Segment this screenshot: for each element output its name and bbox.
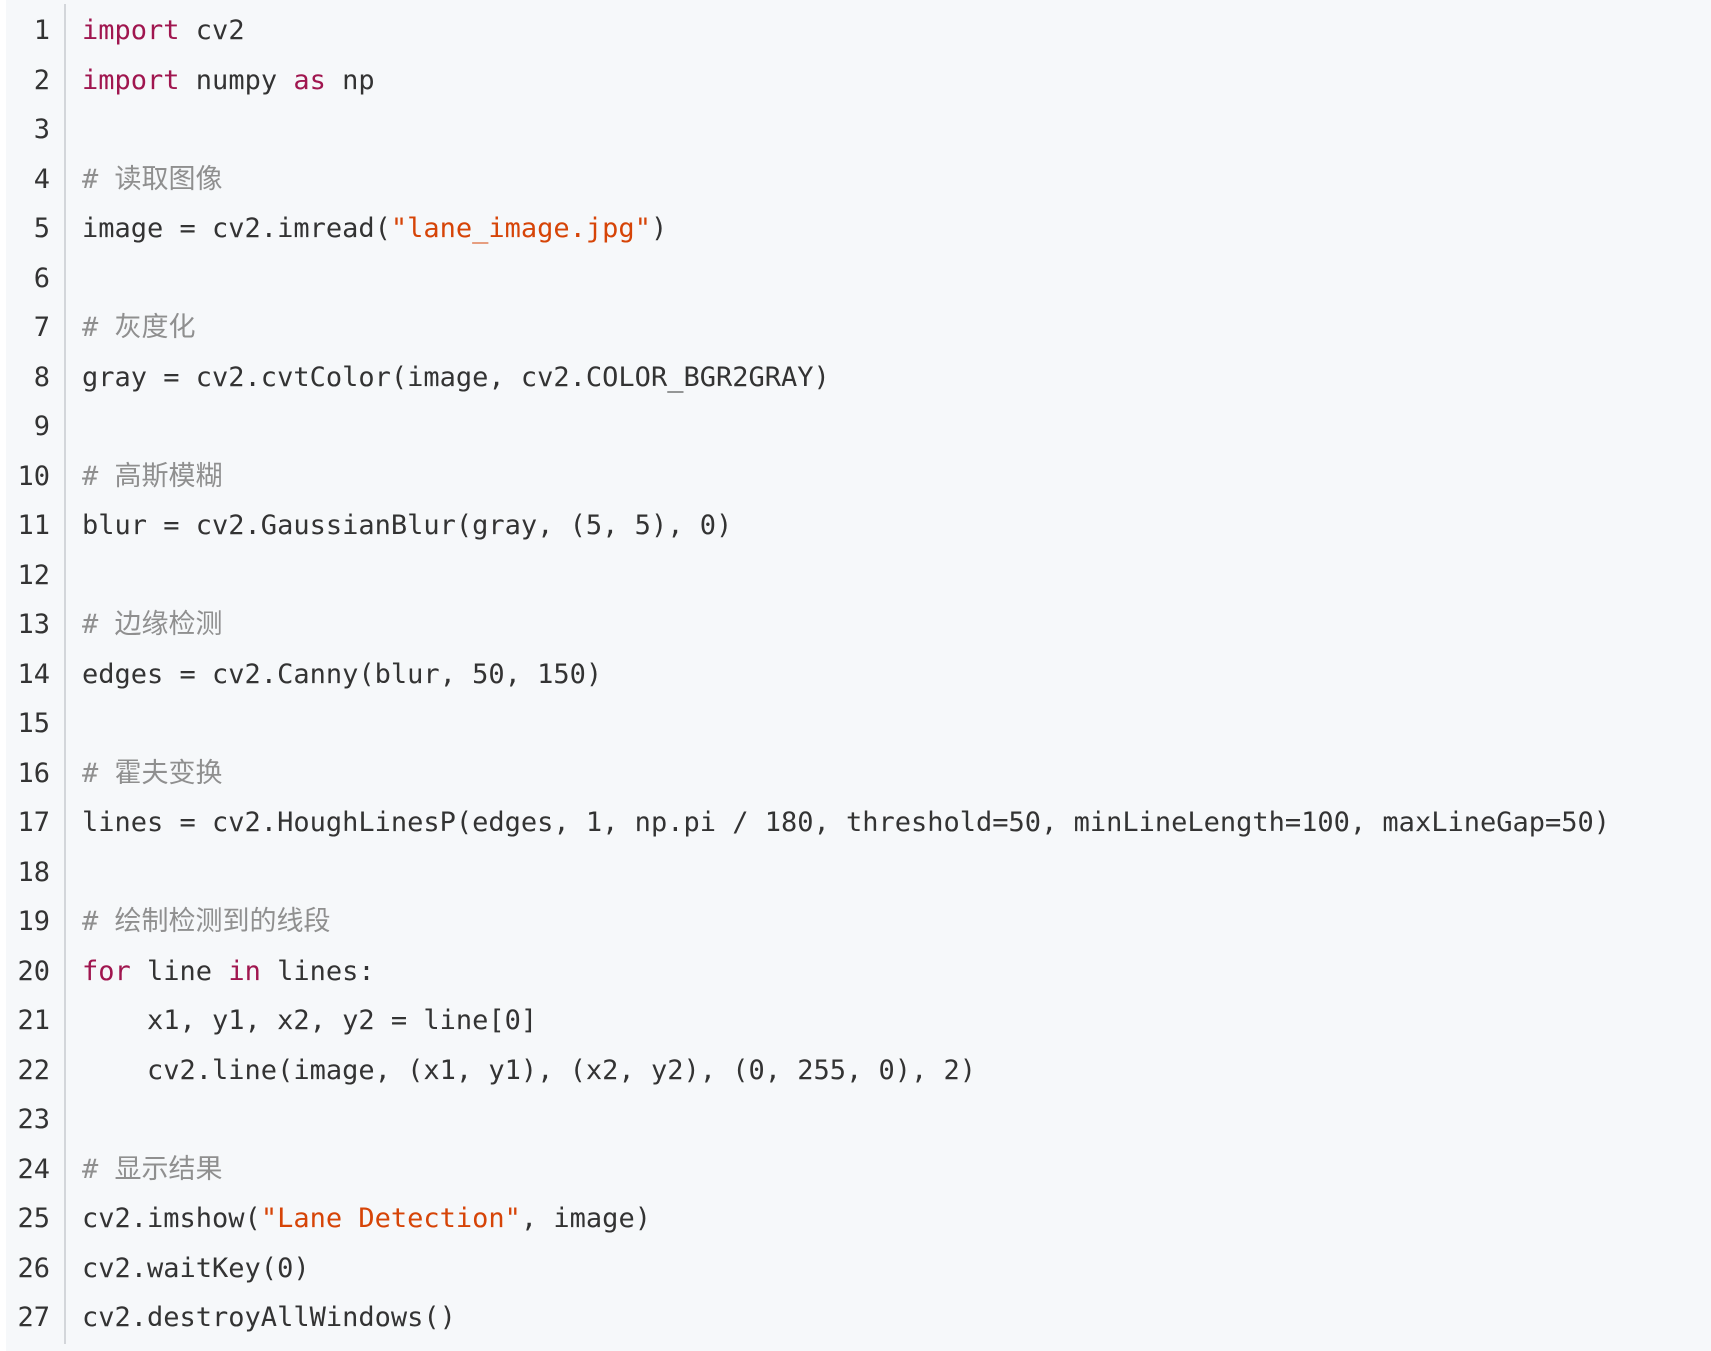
line-number: 20 [17, 955, 50, 987]
code-line: cv2.imshow("Lane Detection", image) [82, 1194, 1711, 1244]
code-line [82, 699, 1711, 749]
code-line: x1, y1, x2, y2 = line[0] [82, 996, 1711, 1046]
code-line [82, 551, 1711, 601]
code-keyword: import [82, 15, 180, 46]
code-text: lines = cv2.HoughLinesP(edges, 1, np.pi … [82, 807, 1611, 838]
code-text: cv2 [179, 15, 245, 46]
line-number: 24 [17, 1153, 50, 1185]
line-number: 23 [17, 1104, 50, 1135]
code-line: # 灰度化 [82, 303, 1711, 353]
line-number: 12 [17, 559, 50, 591]
line-number: 17 [17, 807, 50, 838]
line-number: 13 [17, 609, 50, 640]
code-line: lines = cv2.HoughLinesP(edges, 1, np.pi … [82, 798, 1711, 848]
line-number: 14 [17, 658, 50, 690]
line-number: 5 [33, 213, 50, 244]
code-line: cv2.line(image, (x1, y1), (x2, y2), (0, … [82, 1046, 1711, 1096]
code-keyword: import [82, 64, 180, 96]
line-number: 6 [33, 262, 50, 294]
code-line: # 高斯模糊 [82, 452, 1711, 502]
code-text: image = cv2.imread( [82, 213, 391, 244]
code-text: , image) [520, 1203, 651, 1234]
line-number: 27 [17, 1302, 50, 1333]
code-line: # 读取图像 [82, 155, 1711, 205]
code-line: for line in lines: [82, 947, 1711, 997]
code-line: image = cv2.imread("lane_image.jpg") [82, 204, 1711, 254]
line-number: 16 [17, 757, 50, 789]
line-number: 8 [33, 361, 50, 393]
code-line: # 显示结果 [82, 1145, 1711, 1195]
code-line: edges = cv2.Canny(blur, 50, 150) [82, 650, 1711, 700]
code-text: cv2.line(image, (x1, y1), (x2, y2), (0, … [82, 1054, 977, 1086]
code-text: numpy [179, 64, 294, 96]
code-line: gray = cv2.cvtColor(image, cv2.COLOR_BGR… [82, 353, 1711, 403]
line-number: 18 [17, 856, 50, 888]
code-line: blur = cv2.GaussianBlur(gray, (5, 5), 0) [82, 501, 1711, 551]
code-line [82, 254, 1711, 304]
line-number: 1 [33, 15, 50, 46]
code-line [82, 402, 1711, 452]
line-number: 19 [17, 906, 50, 937]
line-number: 7 [33, 312, 50, 343]
code-line: cv2.waitKey(0) [82, 1244, 1711, 1294]
line-number: 26 [17, 1252, 50, 1284]
code-comment: # 显示结果 [82, 1153, 223, 1185]
line-number: 9 [33, 411, 50, 442]
code-keyword: for [82, 955, 131, 987]
code-line: cv2.destroyAllWindows() [82, 1293, 1711, 1343]
code-line: import numpy as np [82, 56, 1711, 106]
line-number: 4 [33, 163, 50, 195]
code-keyword: as [293, 64, 326, 96]
code-text: cv2.imshow( [82, 1203, 261, 1234]
line-number: 22 [17, 1054, 50, 1086]
code-text: x1, y1, x2, y2 = line[0] [82, 1005, 538, 1036]
code-keyword: in [228, 955, 261, 987]
code-comment: # 绘制检测到的线段 [82, 906, 331, 937]
code-comment: # 灰度化 [82, 312, 196, 343]
code-text: cv2.destroyAllWindows() [82, 1302, 456, 1333]
code-comment: # 读取图像 [82, 163, 223, 195]
code-text: lines: [260, 955, 375, 987]
code-text: blur = cv2.GaussianBlur(gray, (5, 5), 0) [82, 510, 733, 541]
code-line: # 绘制检测到的线段 [82, 897, 1711, 947]
code-text: ) [650, 213, 668, 244]
code-text: edges = cv2.Canny(blur, 50, 150) [82, 658, 603, 690]
line-number: 25 [17, 1203, 50, 1234]
line-number: 2 [33, 64, 50, 96]
code-line [82, 1095, 1711, 1145]
line-number: 21 [17, 1005, 50, 1036]
code-text: np [325, 64, 375, 96]
code-string: "lane_image.jpg" [390, 213, 651, 244]
code-line: # 霍夫变换 [82, 749, 1711, 799]
code-text: cv2.waitKey(0) [82, 1252, 310, 1284]
line-number: 15 [17, 708, 50, 739]
code-comment: # 边缘检测 [82, 609, 223, 640]
code-line: # 边缘检测 [82, 600, 1711, 650]
code-comment: # 霍夫变换 [82, 757, 223, 789]
line-number: 3 [33, 114, 50, 145]
code-string: "Lane Detection" [260, 1203, 521, 1234]
code-text: line [130, 955, 229, 987]
code-line: import cv2 [82, 6, 1711, 56]
code-text: gray = cv2.cvtColor(image, cv2.COLOR_BGR… [82, 361, 830, 393]
code-line [82, 105, 1711, 155]
line-number: 10 [17, 460, 50, 492]
line-number: 11 [17, 510, 50, 541]
code-comment: # 高斯模糊 [82, 460, 223, 492]
gutter-divider [64, 4, 66, 1344]
code-line [82, 848, 1711, 898]
